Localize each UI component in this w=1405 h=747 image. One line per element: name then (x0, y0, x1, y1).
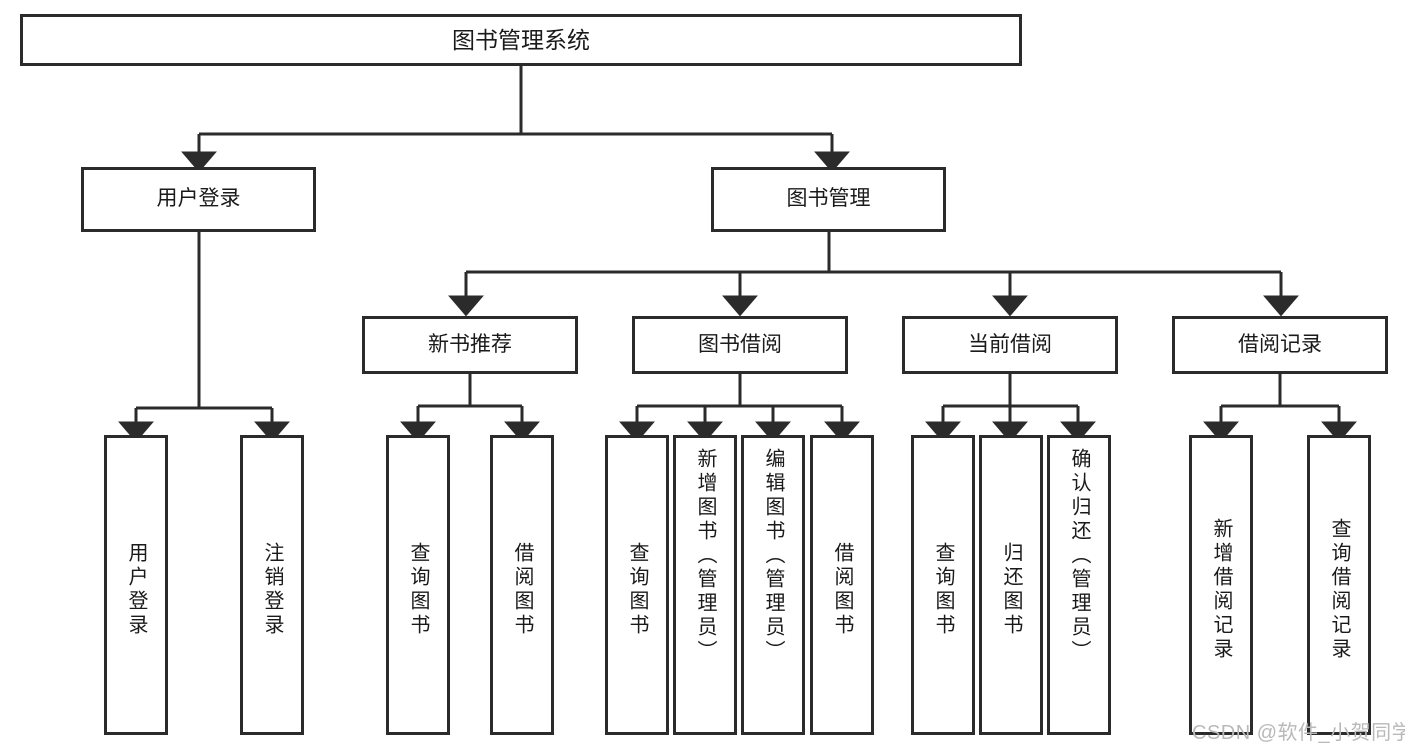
leaf-add-book-admin[interactable]: 新增图书（管理员） (673, 435, 737, 735)
leaf-query-borrow-record[interactable]: 查询借阅记录 (1307, 435, 1371, 735)
node-book-management[interactable]: 图书管理 (711, 167, 946, 232)
node-borrow-record[interactable]: 借阅记录 (1172, 316, 1388, 374)
leaf-return-book-label: 归还图书 (1000, 542, 1022, 638)
leaf-confirm-return-admin-label: 确认归还（管理员） (1068, 448, 1090, 664)
leaf-add-book-admin-label: 新增图书（管理员） (694, 448, 716, 664)
leaf-add-borrow-record-label: 新增借阅记录 (1210, 518, 1232, 662)
leaf-query-book-recommend[interactable]: 查询图书 (386, 435, 450, 735)
node-current-borrow[interactable]: 当前借阅 (902, 316, 1118, 374)
leaf-query-book-recommend-label: 查询图书 (407, 542, 429, 638)
leaf-borrow-book-borrow[interactable]: 借阅图书 (810, 435, 874, 735)
node-new-book-recommend-label: 新书推荐 (428, 332, 512, 356)
leaf-user-login-label: 用户登录 (125, 542, 147, 638)
node-book-borrow-label: 图书借阅 (698, 332, 782, 356)
leaf-edit-book-admin[interactable]: 编辑图书（管理员） (741, 435, 805, 735)
leaf-borrow-book-borrow-label: 借阅图书 (831, 542, 853, 638)
leaf-confirm-return-admin[interactable]: 确认归还（管理员） (1047, 435, 1111, 735)
leaf-logout[interactable]: 注销登录 (240, 435, 304, 735)
leaf-logout-label: 注销登录 (261, 542, 283, 638)
leaf-return-book[interactable]: 归还图书 (979, 435, 1043, 735)
leaf-add-borrow-record[interactable]: 新增借阅记录 (1189, 435, 1253, 735)
leaf-query-borrow-record-label: 查询借阅记录 (1328, 518, 1350, 662)
node-root[interactable]: 图书管理系统 (20, 14, 1022, 66)
leaf-borrow-book-recommend[interactable]: 借阅图书 (490, 435, 554, 735)
leaf-query-book-borrow-label: 查询图书 (626, 542, 648, 638)
node-root-label: 图书管理系统 (452, 26, 590, 53)
leaf-query-book-current-label: 查询图书 (932, 542, 954, 638)
leaf-edit-book-admin-label: 编辑图书（管理员） (762, 448, 784, 664)
leaf-query-book-borrow[interactable]: 查询图书 (605, 435, 669, 735)
node-book-management-label: 图书管理 (786, 187, 871, 211)
leaf-user-login[interactable]: 用户登录 (104, 435, 168, 735)
node-user-login-label: 用户登录 (156, 187, 241, 211)
node-current-borrow-label: 当前借阅 (968, 332, 1052, 356)
node-new-book-recommend[interactable]: 新书推荐 (362, 316, 578, 374)
leaf-borrow-book-recommend-label: 借阅图书 (511, 542, 533, 638)
node-book-borrow[interactable]: 图书借阅 (632, 316, 848, 374)
leaf-query-book-current[interactable]: 查询图书 (911, 435, 975, 735)
watermark: CSDN @软件_小贺同学 (1192, 722, 1405, 744)
node-user-login[interactable]: 用户登录 (81, 167, 316, 232)
node-borrow-record-label: 借阅记录 (1238, 332, 1322, 356)
